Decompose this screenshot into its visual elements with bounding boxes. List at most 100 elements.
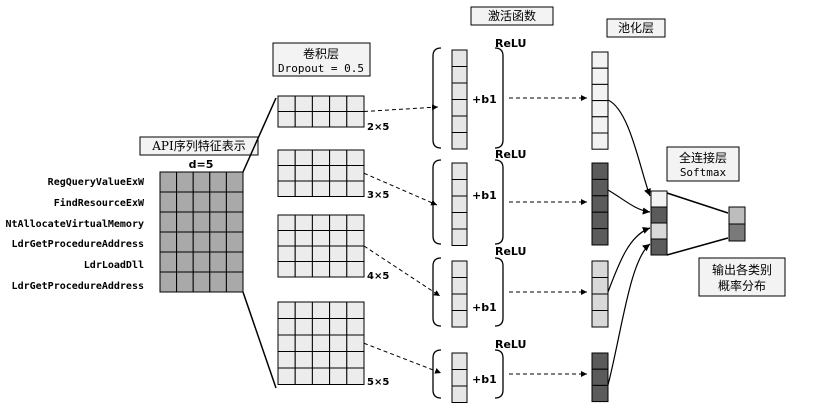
filter-cell (277, 230, 296, 247)
pool-cell (591, 162, 609, 180)
activation-header: 激活函数 (470, 6, 554, 26)
bias-label: +b1 (472, 93, 497, 106)
dimension-label: d=5 (189, 158, 214, 171)
input-matrix-cell (176, 251, 194, 273)
relu-vector-cell (451, 228, 468, 246)
relu-vector-cell (451, 49, 468, 67)
filter-cell (329, 245, 348, 262)
bracket-line-top (242, 97, 277, 173)
pooling-label: 池化层 (618, 21, 654, 35)
input-matrix-cell (159, 231, 178, 253)
input-matrix-cell (192, 231, 211, 253)
relu-vector-cell (451, 132, 468, 150)
input-matrix-cell (209, 191, 227, 213)
filter-cell (329, 95, 348, 112)
input-matrix-cell (209, 271, 227, 293)
relu-label: ReLU (495, 37, 526, 50)
relu-vector-cell (451, 293, 468, 311)
filter-cell (277, 95, 296, 112)
fully-connected-label: 全连接层 (679, 150, 727, 165)
pool-cell (591, 67, 609, 85)
filter-cell (294, 301, 313, 319)
pool-to-fc-arrow (607, 243, 651, 386)
conv-filter-3×5: 3×5 (277, 149, 438, 206)
relu-vector-cell (451, 369, 468, 387)
bracket-lines (242, 97, 277, 389)
filter-cell (277, 149, 296, 166)
relu-brace-left (432, 159, 442, 245)
input-matrix-cell (192, 171, 211, 193)
filter-cell (294, 261, 313, 278)
pool-column (591, 260, 609, 328)
filter-cell (329, 318, 348, 336)
api-call-label: LdrLoadDll (84, 260, 144, 271)
input-matrix-cell (159, 251, 178, 273)
filter-cell (346, 351, 365, 369)
filter-size-label: 3×5 (367, 190, 389, 201)
pool-cell (591, 211, 609, 230)
pool-to-fc-arrows (607, 99, 651, 386)
api-call-label: NtAllocateVirtualMemory (6, 218, 144, 230)
output-cell-1 (728, 206, 746, 225)
pool-to-fc-arrow (607, 189, 651, 215)
filter-to-relu-arrow (363, 172, 438, 206)
filter-cell (346, 165, 365, 182)
filter-cell (311, 318, 331, 336)
filter-cell (311, 261, 331, 278)
filter-cell (346, 180, 365, 197)
api-call-label: LdrGetProcedureAddress (12, 281, 144, 292)
filter-to-relu-arrow (363, 104, 439, 112)
filter-cell (346, 318, 365, 336)
pool-cell (591, 368, 609, 386)
filter-cell (311, 95, 331, 112)
relu-label: ReLU (495, 245, 526, 258)
pool-cell (591, 277, 609, 295)
input-matrix-cell (192, 271, 211, 293)
pool-cell (591, 293, 609, 311)
relu-vector-cell (451, 195, 468, 213)
activation-label: 激活函数 (488, 8, 536, 23)
relu-brace-left (432, 257, 442, 327)
filter-cell (329, 261, 348, 278)
conv-layer-box (272, 42, 371, 77)
input-matrix-cell (209, 211, 227, 233)
relu-brace-right (494, 47, 504, 149)
filter-cell (311, 301, 331, 319)
pool-column (591, 352, 609, 403)
output-box (698, 257, 786, 297)
input-matrix-cell (225, 171, 244, 193)
pool-to-fc-arrow (607, 99, 651, 197)
activation-box (470, 6, 554, 26)
filter-cell (277, 245, 296, 262)
pool-cell (591, 352, 609, 370)
input-matrix-cell (209, 251, 227, 273)
filter-cell (346, 214, 365, 231)
filter-cell (277, 111, 296, 128)
relu-vector-cell (451, 310, 468, 328)
input-matrix-cell (176, 211, 194, 233)
filter-cell (346, 261, 365, 278)
filter-cell (311, 367, 331, 385)
filter-cell (311, 165, 331, 182)
pool-column (591, 162, 609, 246)
filter-to-relu-arrow (363, 342, 442, 374)
bias-label: +b1 (472, 301, 497, 314)
conv-layer-label: 卷积层 (303, 46, 339, 61)
pool-cell (591, 100, 609, 118)
pool-cell (591, 260, 609, 278)
softmax-label: Softmax (680, 166, 727, 179)
pool-cell (591, 384, 609, 403)
api-call-label: RegQueryValueExW (48, 177, 145, 188)
relu-vector-cell (451, 66, 468, 84)
input-matrix-cell (159, 211, 178, 233)
filter-cell (294, 95, 313, 112)
input-matrix-cell (225, 271, 244, 293)
conv-filter-4×5: 4×5 (277, 214, 441, 297)
pool-cell (591, 195, 609, 213)
relu-vector-cell (451, 162, 468, 180)
input-matrix-cell (192, 211, 211, 233)
conv-filter-2×5: 2×5 (277, 95, 439, 133)
fc-cell (650, 190, 668, 208)
pool-cell (591, 228, 609, 246)
